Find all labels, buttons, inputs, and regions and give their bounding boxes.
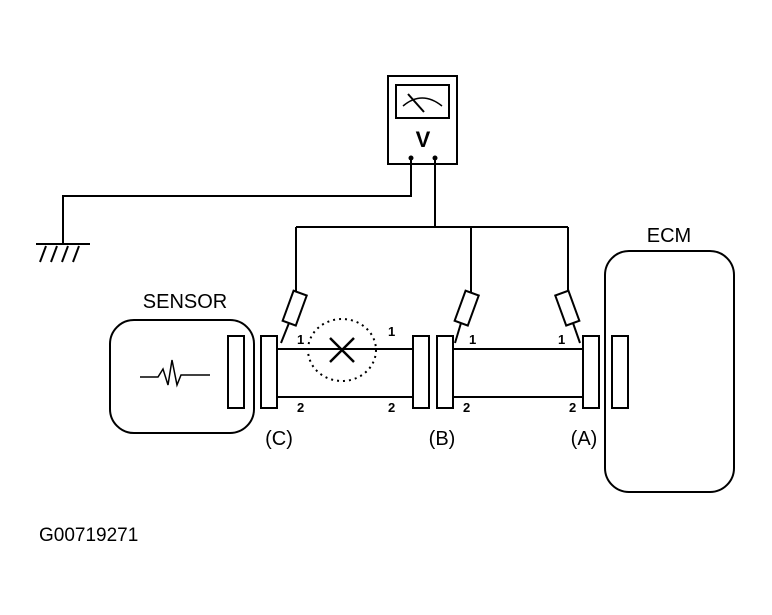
harness-wires: [277, 348, 583, 398]
pin-label: 2: [463, 400, 470, 415]
open-circuit-x-icon: [307, 318, 377, 382]
sensor-label: SENSOR: [143, 291, 227, 313]
pin-label: 1: [297, 332, 304, 347]
voltmeter-symbol: V: [416, 127, 431, 152]
pin-label: 1: [558, 332, 565, 347]
meter-leads: [62, 159, 569, 292]
pin-label: 2: [388, 400, 395, 415]
connector-b-left: [412, 335, 430, 409]
pin-label: 1: [469, 332, 476, 347]
test-probe-icon: [553, 289, 581, 344]
connector-c: [260, 335, 278, 409]
connector-b-label: (B): [429, 428, 456, 450]
pin-label: 1: [388, 324, 395, 339]
sensor-waveform-icon: [140, 359, 210, 388]
ecm-label: ECM: [647, 225, 691, 247]
connector-a: [582, 335, 600, 409]
test-probe-icon: [280, 289, 309, 344]
pin-label: 2: [297, 400, 304, 415]
pin-label: 2: [569, 400, 576, 415]
voltmeter-icon: [387, 75, 458, 165]
figure-code: G00719271: [39, 525, 138, 546]
connector-c-label: (C): [265, 428, 293, 450]
connector-a-label: (A): [571, 428, 598, 450]
sensor-module: [109, 319, 255, 434]
ground-symbol-icon: [36, 243, 90, 263]
ecm-module: [604, 250, 735, 493]
test-probe-icon: [453, 289, 481, 344]
connector-b-right: [436, 335, 454, 409]
